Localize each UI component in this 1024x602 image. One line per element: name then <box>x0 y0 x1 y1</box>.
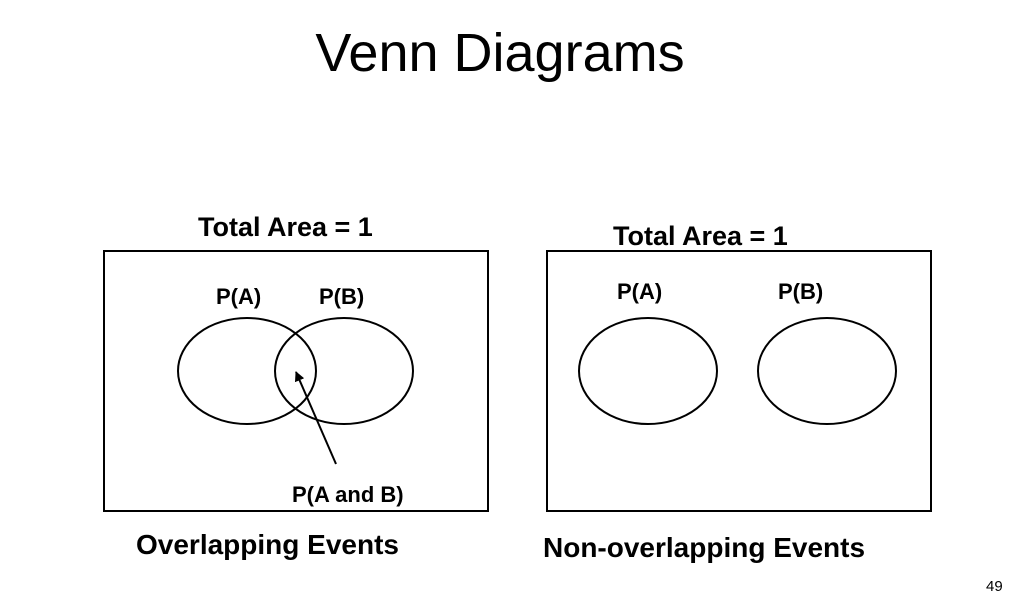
non-overlapping-event-a-circle <box>578 317 718 425</box>
non-overlapping-event-b-circle <box>757 317 897 425</box>
non-overlapping-total-area-label: Total Area = 1 <box>613 221 788 251</box>
non-overlapping-sample-space-box <box>546 250 932 512</box>
non-overlapping-event-a-label: P(A) <box>617 279 663 304</box>
non-overlapping-event-b-label: P(B) <box>778 279 824 304</box>
overlapping-events-caption: Overlapping Events <box>136 529 399 560</box>
intersection-pointer-arrow <box>295 371 337 465</box>
overlapping-event-b-circle <box>274 317 414 425</box>
page-number: 49 <box>986 578 1003 595</box>
overlapping-event-b-label: P(B) <box>319 284 365 309</box>
overlapping-event-a-circle <box>177 317 317 425</box>
overlapping-event-a-label: P(A) <box>216 284 262 309</box>
slide-title: Venn Diagrams <box>315 23 685 83</box>
overlapping-sample-space-box <box>103 250 489 512</box>
non-overlapping-events-caption: Non-overlapping Events <box>543 532 866 563</box>
overlapping-total-area-label: Total Area = 1 <box>198 212 373 242</box>
intersection-label: P(A and B) <box>292 482 404 507</box>
